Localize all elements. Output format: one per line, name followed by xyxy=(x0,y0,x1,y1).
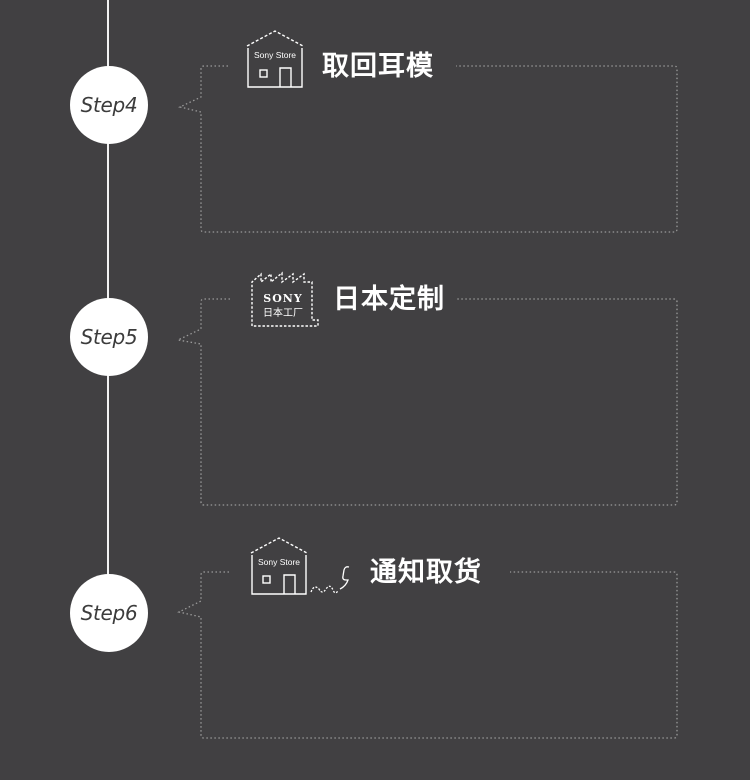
step6-title: 通知取货 xyxy=(370,557,482,588)
store-icon: Sony Store xyxy=(250,537,308,595)
svg-text:Sony Store: Sony Store xyxy=(254,50,296,60)
svg-text:Sony Store: Sony Store xyxy=(258,557,300,567)
step6-label: Step6 xyxy=(80,601,138,625)
step5-circle: Step5 xyxy=(70,298,148,376)
step6-box xyxy=(177,571,678,739)
store-icon: Sony Store xyxy=(246,30,304,88)
step4-label: Step4 xyxy=(80,93,138,117)
step4-circle: Step4 xyxy=(70,66,148,144)
step6-circle: Step6 xyxy=(70,574,148,652)
step4-title: 取回耳模 xyxy=(322,51,434,82)
factory-icon: SONY 日本工厂 xyxy=(251,271,319,327)
step4-box xyxy=(178,65,678,233)
svg-text:SONY: SONY xyxy=(263,292,302,305)
step5-box xyxy=(175,298,678,506)
step5-label: Step5 xyxy=(80,325,138,349)
phone-icon xyxy=(310,566,350,594)
step5-title: 日本定制 xyxy=(333,284,445,315)
svg-text:日本工厂: 日本工厂 xyxy=(263,306,303,319)
